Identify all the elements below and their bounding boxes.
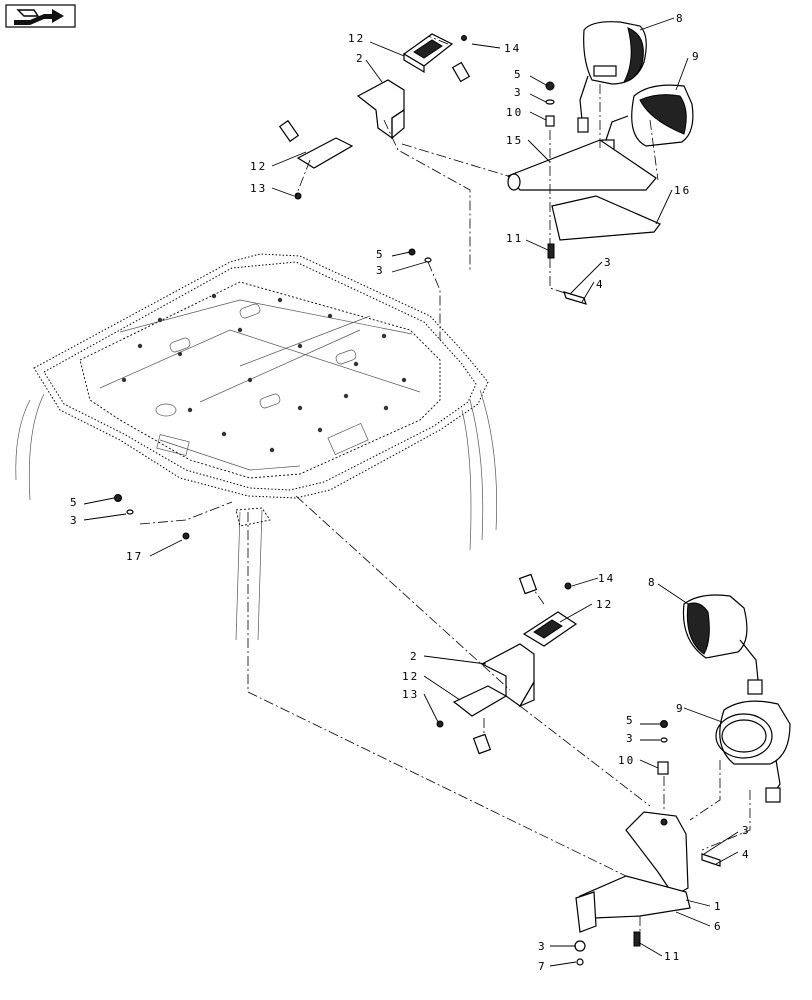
callout-bottom-10: 10 — [618, 754, 635, 767]
hardware-bottom — [114, 494, 721, 966]
callout-top-14: 14 — [504, 42, 521, 55]
work-lamp-9-top — [601, 84, 694, 155]
callout-labels-top: 12 2 14 8 9 5 3 10 15 12 13 16 11 3 4 — [250, 12, 701, 291]
callout-labels-cab: 5 3 5 3 17 — [70, 248, 385, 563]
callout-top-3b: 3 — [604, 256, 613, 269]
callout-top-13: 13 — [250, 182, 267, 195]
callout-bottom-4: 4 — [742, 848, 751, 861]
callout-cab-3a: 3 — [376, 264, 385, 277]
callout-bottom-5: 5 — [626, 714, 635, 727]
callout-top-16: 16 — [674, 184, 691, 197]
callout-bottom-2-bracket: 2 — [410, 650, 419, 663]
callout-cab-17: 17 — [126, 550, 143, 563]
work-lamp-8-top — [577, 21, 647, 133]
mounting-bracket-bottom — [480, 643, 535, 708]
callout-top-12-connector: 12 — [250, 160, 267, 173]
callout-bottom-8-lamp: 8 — [648, 576, 657, 589]
callout-bottom-13: 13 — [402, 688, 419, 701]
callout-bottom-3a: 3 — [626, 732, 635, 745]
work-lamp-9-bottom — [715, 700, 791, 803]
callout-bottom-6: 6 — [714, 920, 723, 933]
installation-lines — [139, 35, 751, 932]
callout-cab-5a: 5 — [376, 248, 385, 261]
callout-top-15: 15 — [506, 134, 523, 147]
callout-top-2-bracket: 2 — [356, 52, 365, 65]
callout-top-10: 10 — [506, 106, 523, 119]
callout-labels-bottom: 14 12 2 12 13 8 9 5 3 10 3 4 1 6 3 7 11 — [402, 572, 751, 973]
callout-bottom-3c: 3 — [538, 940, 547, 953]
next-page-button[interactable] — [5, 4, 76, 28]
mounting-bracket-top — [356, 79, 405, 140]
callout-bottom-12-sensor: 12 — [596, 598, 613, 611]
callout-bottom-9-lamp: 9 — [676, 702, 685, 715]
callout-top-11: 11 — [506, 232, 523, 245]
top-work-lamp-assembly — [278, 21, 694, 305]
callout-cab-3b: 3 — [70, 514, 79, 527]
roof-bolt-holes — [121, 293, 407, 453]
callout-top-5: 5 — [514, 68, 523, 81]
lamp-bracket-1 — [575, 811, 691, 933]
callout-bottom-12-connector: 12 — [402, 670, 419, 683]
callout-top-4: 4 — [596, 278, 605, 291]
callout-bottom-1-bracket: 1 — [714, 900, 723, 913]
support-plate-16 — [551, 195, 661, 241]
callout-top-12-sensor: 12 — [348, 32, 365, 45]
work-lamp-8-bottom — [682, 594, 763, 695]
callout-top-8-lamp: 8 — [676, 12, 685, 25]
lamp-bracket-plate-15 — [506, 139, 657, 191]
callout-bottom-3b: 3 — [742, 824, 751, 837]
callout-cab-5b: 5 — [70, 496, 79, 509]
sensor-connector-top — [278, 119, 354, 169]
callout-top-9-lamp: 9 — [692, 50, 701, 63]
callout-bottom-14: 14 — [598, 572, 615, 585]
callout-bottom-11: 11 — [664, 950, 681, 963]
cab-roof — [15, 253, 498, 641]
bottom-work-lamp-assembly — [114, 494, 791, 966]
sensor-module-top — [402, 33, 471, 83]
callout-bottom-7: 7 — [538, 960, 547, 973]
callout-top-3a: 3 — [514, 86, 523, 99]
leader-lines — [83, 17, 739, 967]
sensor-connector-bottom — [452, 685, 508, 755]
